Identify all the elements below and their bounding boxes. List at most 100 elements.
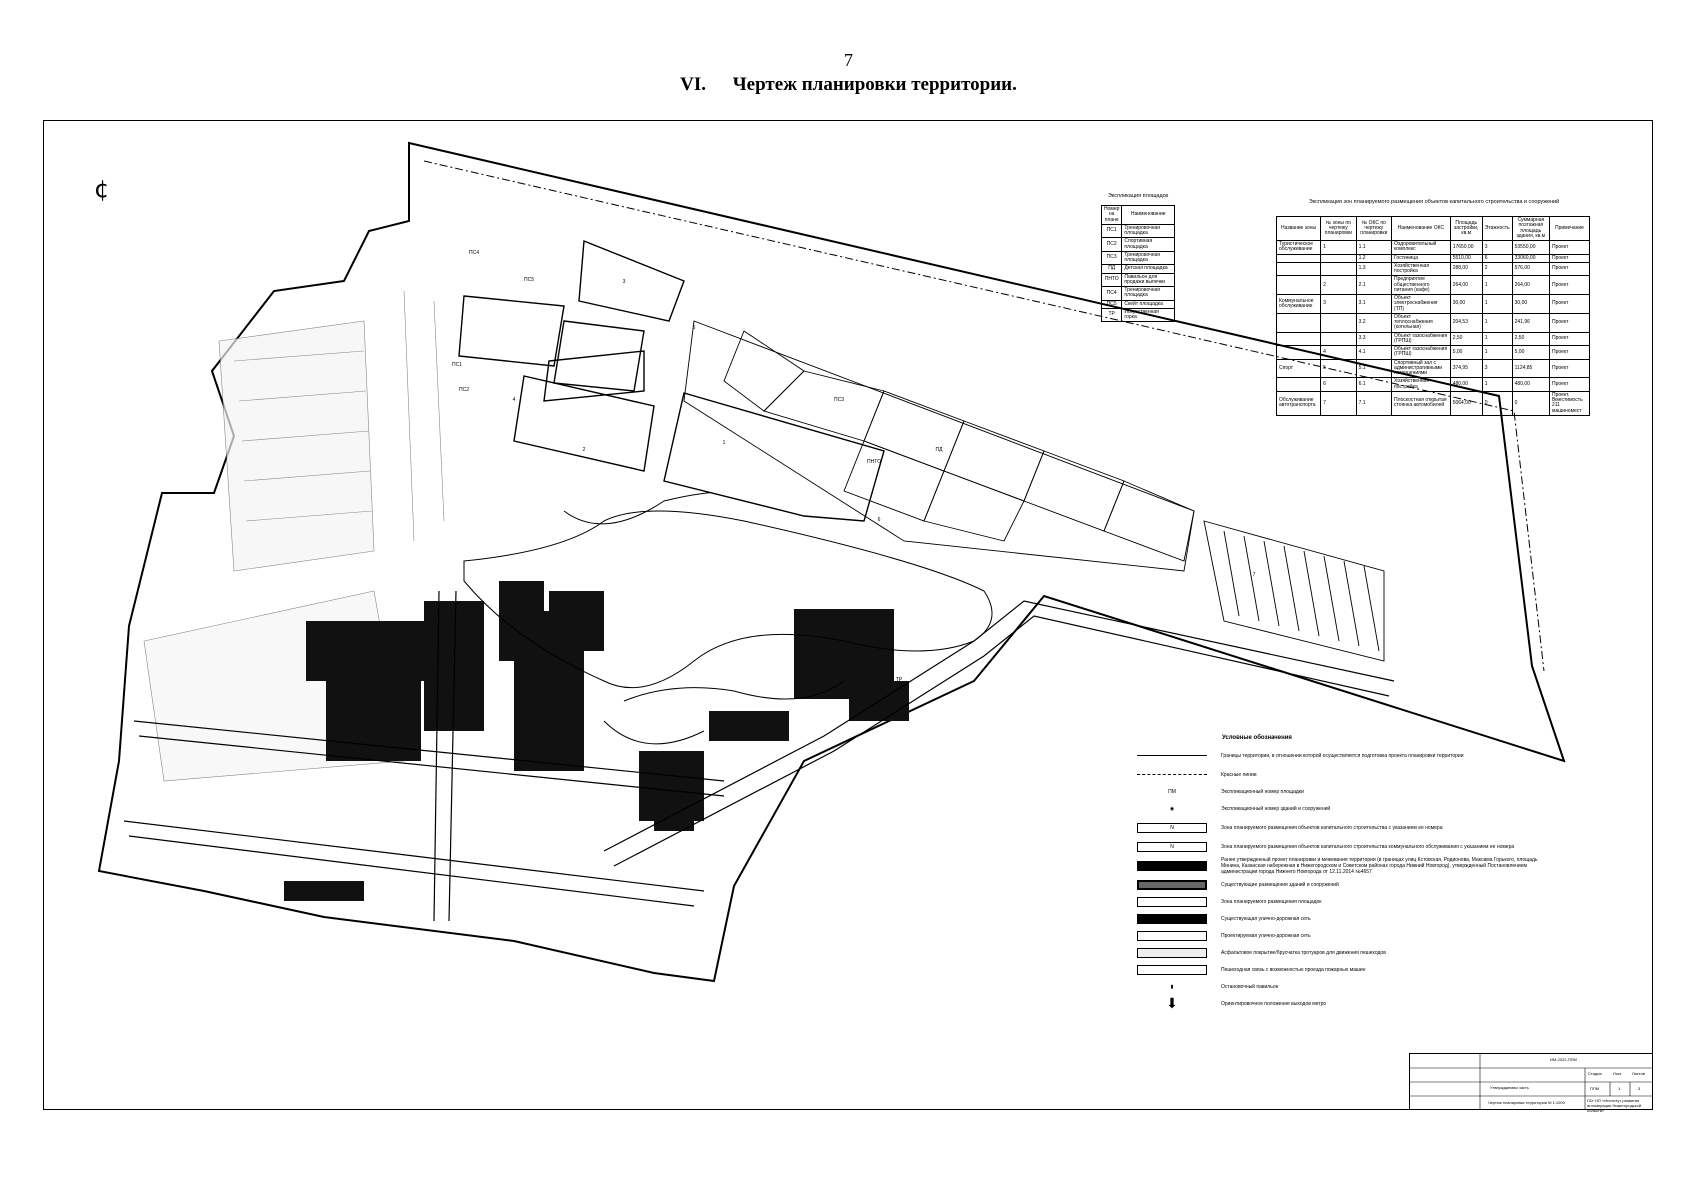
table-cell bbox=[1320, 261, 1357, 277]
table-cell: Проект bbox=[1549, 345, 1590, 360]
table-cell: 6 bbox=[1320, 377, 1357, 392]
legend-item: N Зона планируемого размещения объектов … bbox=[1137, 838, 1557, 855]
table-cell bbox=[1275, 261, 1322, 277]
table-cell: 3 bbox=[1320, 294, 1357, 314]
legend-item: Красные линии bbox=[1137, 766, 1557, 783]
table-cell: ПС2 bbox=[1100, 237, 1123, 252]
table-cell: 1 bbox=[1481, 275, 1513, 295]
table-cell bbox=[1275, 377, 1322, 392]
title-block: ИМ-2022-ППМ Утверждаемая часть Чертеж пл… bbox=[1409, 1053, 1653, 1113]
parking-area bbox=[1203, 520, 1385, 662]
zone-table-header: Наименование ОКС bbox=[1391, 216, 1451, 241]
legend-item: Пешеходная связь с возможностью проезда … bbox=[1137, 961, 1557, 978]
map-label-building-2: 2 bbox=[583, 447, 586, 453]
map-label-ps5: ПС5 bbox=[524, 277, 534, 283]
table-cell: Проект bbox=[1549, 331, 1590, 346]
page-title: VI. Чертеж планировки территории. bbox=[0, 74, 1697, 96]
map-label-ps4: ПС4 bbox=[469, 250, 479, 256]
page-number: 7 bbox=[844, 50, 853, 70]
table-cell: ПС4 bbox=[1100, 286, 1123, 301]
building-number-icon: ◉ bbox=[1169, 805, 1175, 812]
legend-item: ◉ Экспликационный номер зданий и сооруже… bbox=[1137, 800, 1557, 817]
legend-item: Асфальтовое покрытие/брусчатка тротуаров… bbox=[1137, 944, 1557, 961]
legend-item: Ранее утвержденный проект планировки и м… bbox=[1137, 855, 1557, 876]
legend-item: Зона планируемого размещения площадок bbox=[1137, 893, 1557, 910]
table-cell: 288,00 bbox=[1449, 261, 1483, 277]
table-cell: 4 bbox=[1320, 345, 1357, 360]
table-cell: Проект bbox=[1549, 275, 1590, 295]
map-label-pd: ПД bbox=[936, 447, 944, 453]
map-label-building-7: 7 bbox=[1253, 572, 1256, 578]
legend-item: ▮ Остановочный павильон bbox=[1137, 978, 1557, 995]
doc-code: ИМ-2022-ППМ bbox=[1550, 1057, 1577, 1062]
table-cell: 374,95 bbox=[1449, 358, 1483, 379]
table-cell: Объект теплоснабжения (котельная) bbox=[1391, 312, 1451, 333]
table-cell: 1 bbox=[1481, 377, 1513, 392]
table-cell bbox=[1275, 331, 1322, 346]
map-label-building-6: 6 bbox=[878, 517, 881, 523]
table-cell: 53550,00 bbox=[1511, 240, 1551, 255]
table-cell: Проект bbox=[1549, 312, 1590, 333]
table-cell: Туристическое обслуживание bbox=[1275, 240, 1322, 255]
table-cell: 3 bbox=[1481, 240, 1513, 255]
table-cell bbox=[1275, 275, 1322, 295]
table-cell: Тренировочная площадка bbox=[1121, 250, 1175, 266]
title-block-grid bbox=[1410, 1054, 1652, 1109]
table-cell: Проект bbox=[1549, 358, 1590, 379]
table-cell: 2.1 bbox=[1355, 275, 1393, 295]
site-number-symbol: ПМ bbox=[1168, 788, 1176, 795]
table-cell: Скейт площадка bbox=[1121, 299, 1175, 309]
table-cell: Проект bbox=[1549, 253, 1590, 263]
table-cell: Тренировочная площадка bbox=[1121, 223, 1175, 239]
org-name: ГАУ НО «Институт развития агломерации Ни… bbox=[1587, 1098, 1642, 1113]
table-cell: Объект газоснабжения (ГРПШ) bbox=[1391, 331, 1451, 346]
legend: Условные обозначения Границы территории,… bbox=[1137, 735, 1557, 1012]
zone-table-header: № ОКС по чертежу планировки bbox=[1355, 216, 1393, 241]
table-cell: 2,50 bbox=[1449, 331, 1483, 346]
drawing-name: Чертеж планировки территории М 1:1000 bbox=[1488, 1100, 1565, 1105]
table-cell: 5.1 bbox=[1355, 358, 1393, 379]
approved-plan-symbol bbox=[1137, 860, 1207, 871]
table-cell: 1 bbox=[1481, 331, 1513, 346]
map-label-pnto: ПНТО bbox=[867, 459, 881, 465]
zone-table-header: Площадь застройки, кв.м bbox=[1449, 216, 1483, 241]
table-cell: 1.1 bbox=[1355, 240, 1393, 255]
table-cell: ПД bbox=[1100, 264, 1123, 274]
table-cell: 480,00 bbox=[1449, 377, 1483, 392]
table-cell: 5064,00 bbox=[1449, 390, 1483, 416]
table-cell: 0 bbox=[1481, 390, 1513, 416]
stage-label: Стадия bbox=[1588, 1071, 1602, 1076]
table-cell: 3.2 bbox=[1355, 312, 1393, 333]
sheets-label: Листов bbox=[1632, 1071, 1645, 1076]
building-zones bbox=[458, 239, 885, 522]
table-cell: 3 bbox=[1481, 358, 1513, 379]
table-cell: Объект электроснабжения (ТП) bbox=[1391, 294, 1451, 314]
pedestrian-link-symbol bbox=[1137, 964, 1207, 975]
table-cell: 204,53 bbox=[1449, 312, 1483, 333]
utility-zone-symbol: N bbox=[1137, 841, 1207, 852]
table-cell: 241,96 bbox=[1511, 312, 1551, 333]
part-label: Утверждаемая часть bbox=[1490, 1085, 1529, 1090]
table-cell: 3.1 bbox=[1355, 294, 1393, 314]
table-cell: 1 bbox=[1481, 294, 1513, 314]
legend-item: N Зона планируемого размещения объектов … bbox=[1137, 817, 1557, 838]
table-cell: Спортивный зал с административными помещ… bbox=[1391, 358, 1451, 379]
table-cell: 7.1 bbox=[1355, 390, 1393, 416]
bus-stop-icon: ▮ bbox=[1170, 983, 1174, 990]
table-cell: Спорт bbox=[1275, 358, 1322, 379]
map-label-building-5: 5 bbox=[693, 325, 696, 331]
red-line-symbol bbox=[1137, 774, 1207, 775]
table-cell bbox=[1320, 331, 1357, 346]
table-cell: 5,00 bbox=[1449, 345, 1483, 360]
table-cell: ТР bbox=[1100, 307, 1123, 323]
table-cell: Проект bbox=[1549, 240, 1590, 255]
table-cell: 4.1 bbox=[1355, 345, 1393, 360]
table-cell: Проект bbox=[1549, 294, 1590, 314]
table-cell: 7 bbox=[1320, 390, 1357, 416]
table-cell: 5510,00 bbox=[1449, 253, 1483, 263]
